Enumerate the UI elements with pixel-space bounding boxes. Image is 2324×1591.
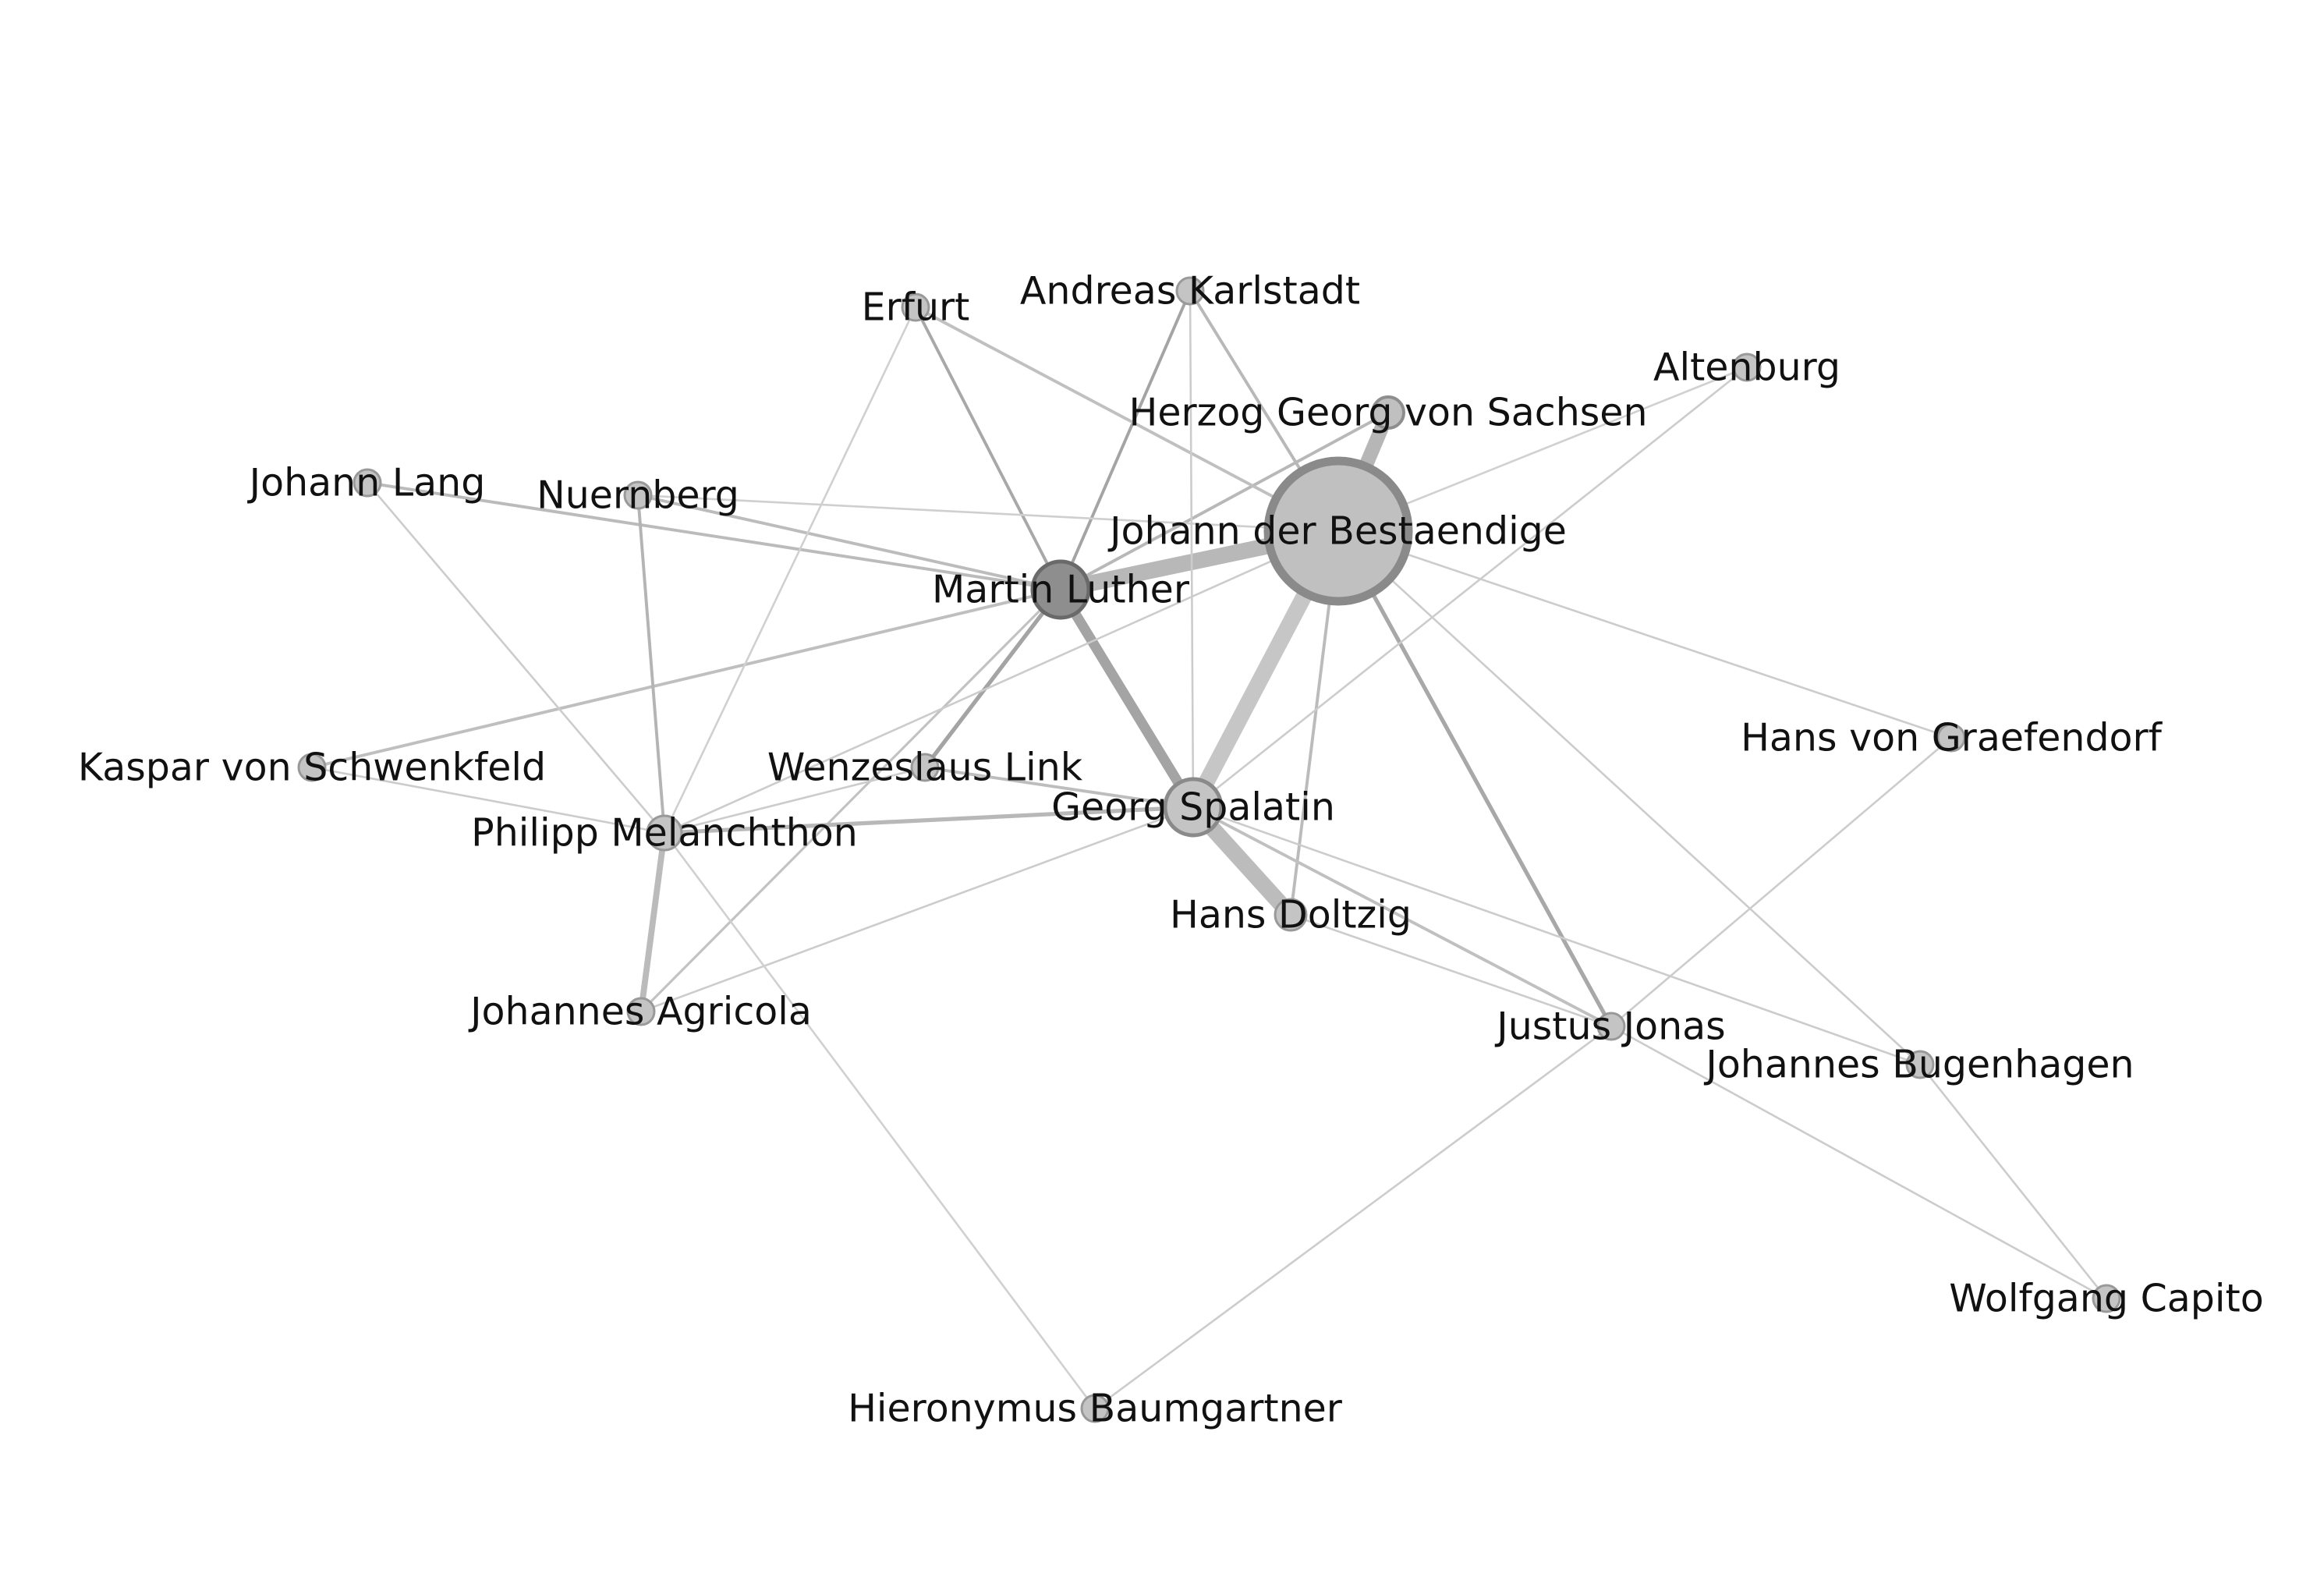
edge-spalatin-bugenhagen xyxy=(1192,806,1921,1066)
edge-johann-melanchthon xyxy=(664,530,1339,834)
node-link[interactable] xyxy=(910,753,940,782)
node-agricola[interactable] xyxy=(626,997,656,1026)
node-altenburg[interactable] xyxy=(1732,353,1762,382)
edge-jonas-capito xyxy=(1610,1025,2107,1300)
edge-melanchthon-erfurt xyxy=(663,307,917,834)
edge-luther-schwenkfeld xyxy=(311,588,1061,769)
edge-doltzig-jonas xyxy=(1290,913,1612,1028)
node-label-bugenhagen: Johannes Bugenhagen xyxy=(1703,1043,2134,1087)
edge-spalatin-link xyxy=(924,766,1194,809)
node-label-altenburg: Altenburg xyxy=(1653,345,1840,390)
node-label-melanchthon: Philipp Melanchthon xyxy=(471,811,858,856)
edge-jonas-baumgartner xyxy=(1094,1025,1612,1410)
edge-spalatin-altenburg xyxy=(1192,366,1748,809)
edge-luther-herzog xyxy=(1060,411,1389,591)
edge-melanchthon-link xyxy=(664,766,926,834)
edge-jonas-graefendorf xyxy=(1610,737,1952,1027)
node-label-doltzig: Hans Doltzig xyxy=(1170,893,1412,937)
edge-spalatin-jonas xyxy=(1192,806,1612,1028)
node-herzog[interactable] xyxy=(1371,395,1405,430)
node-karlstadt[interactable] xyxy=(1175,276,1205,306)
node-nuernberg[interactable] xyxy=(623,480,653,510)
node-layer xyxy=(297,276,2121,1423)
edge-luther-link xyxy=(923,588,1063,769)
node-lang[interactable] xyxy=(352,468,382,498)
node-label-karlstadt: Andreas Karlstadt xyxy=(1020,269,1360,314)
node-label-capito: Wolfgang Capito xyxy=(1949,1277,2263,1321)
edge-luther-lang xyxy=(367,481,1061,591)
node-label-spalatin: Georg Spalatin xyxy=(1051,785,1335,830)
node-label-schwenkfeld: Kaspar von Schwenkfeld xyxy=(78,746,546,790)
node-label-johann: Johann der Bestaendige xyxy=(1107,509,1567,554)
edge-melanchthon-agricola xyxy=(638,832,668,1012)
node-label-link: Wenzeslaus Link xyxy=(767,746,1083,790)
node-luther[interactable] xyxy=(1030,559,1091,620)
node-label-nuernberg: Nuernberg xyxy=(537,473,739,518)
edge-luther-karlstadt xyxy=(1059,290,1192,590)
edge-johann-jonas xyxy=(1336,530,1614,1028)
node-label-agricola: Johannes Agricola xyxy=(468,990,812,1034)
edge-luther-erfurt xyxy=(914,307,1062,590)
node-spalatin[interactable] xyxy=(1163,777,1224,838)
node-label-herzog: Herzog Georg von Sachsen xyxy=(1128,391,1647,435)
edge-johann-erfurt xyxy=(915,306,1339,533)
node-jonas[interactable] xyxy=(1596,1012,1626,1041)
node-melanchthon[interactable] xyxy=(646,814,683,852)
edge-bugenhagen-capito xyxy=(1918,1064,2108,1299)
node-label-erfurt: Erfurt xyxy=(862,285,970,330)
edge-layer xyxy=(311,289,2108,1410)
node-label-graefendorf: Hans von Graefendorf xyxy=(1741,716,2163,760)
label-layer: Martin Luther Johann der BestaendigeGeorg… xyxy=(78,269,2264,1431)
edge-luther-agricola xyxy=(639,588,1062,1013)
node-graefendorf[interactable] xyxy=(1936,723,1966,753)
edge-johann-graefendorf xyxy=(1337,530,1952,739)
edge-spalatin-karlstadt xyxy=(1189,290,1195,808)
edge-melanchthon-nuernberg xyxy=(636,494,666,834)
node-label-baumgartner: Hieronymus Baumgartner xyxy=(848,1387,1343,1431)
node-schwenkfeld[interactable] xyxy=(297,753,327,782)
node-baumgartner[interactable] xyxy=(1080,1394,1110,1423)
node-doltzig[interactable] xyxy=(1274,898,1308,932)
node-bugenhagen[interactable] xyxy=(1905,1050,1935,1079)
edge-luther-nuernberg xyxy=(637,494,1061,591)
edge-melanchthon-schwenkfeld xyxy=(311,766,665,834)
node-johann[interactable] xyxy=(1263,456,1413,606)
edge-melanchthon-baumgartner xyxy=(663,832,1096,1409)
edge-johann-bugenhagen xyxy=(1337,530,1921,1065)
node-erfurt[interactable] xyxy=(901,292,930,322)
edge-johann-nuernberg xyxy=(637,494,1339,533)
edge-melanchthon-lang xyxy=(367,482,665,834)
edge-luther-spalatin xyxy=(1056,586,1198,810)
edge-spalatin-agricola xyxy=(640,806,1194,1013)
node-label-jonas: Justus Jonas xyxy=(1494,1005,1725,1049)
edge-spalatin-melanchthon xyxy=(664,805,1194,835)
node-label-lang: Johann Lang xyxy=(247,461,486,505)
node-label-luther: Martin Luther xyxy=(932,568,1190,612)
node-capito[interactable] xyxy=(2092,1284,2121,1313)
